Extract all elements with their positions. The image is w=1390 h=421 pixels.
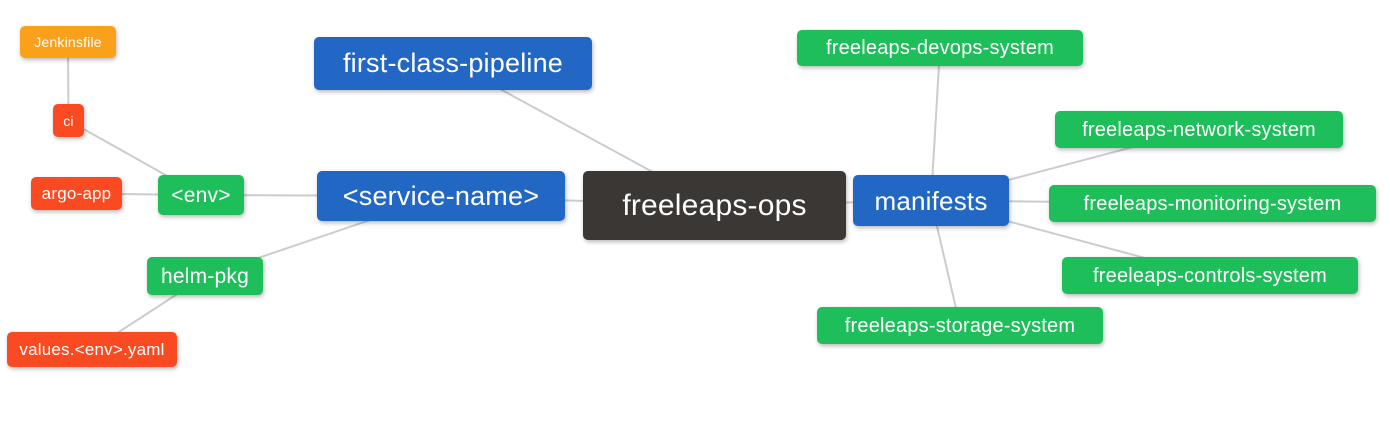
node-values-env-yaml[interactable]: values.<env>.yaml [7, 332, 177, 367]
node-label-env: <env> [171, 183, 231, 207]
node-label-helm-pkg: helm-pkg [161, 264, 249, 288]
node-label-devops-system: freeleaps-devops-system [825, 37, 1055, 59]
node-service-name[interactable]: <service-name> [317, 171, 565, 221]
node-label-network-system: freeleaps-network-system [1082, 118, 1316, 141]
node-label-service-name: <service-name> [342, 180, 540, 211]
node-controls-system[interactable]: freeleaps-controls-system [1062, 257, 1358, 294]
node-helm-pkg[interactable]: helm-pkg [147, 257, 263, 295]
node-first-class-pipeline[interactable]: first-class-pipeline [314, 37, 592, 90]
node-jenkinsfile[interactable]: Jenkinsfile [20, 26, 116, 58]
node-monitoring-system[interactable]: freeleaps-monitoring-system [1049, 185, 1376, 222]
node-manifests[interactable]: manifests [853, 175, 1009, 226]
node-network-system[interactable]: freeleaps-network-system [1055, 111, 1343, 148]
node-label-first-class-pipeline: first-class-pipeline [342, 48, 564, 78]
node-storage-system[interactable]: freeleaps-storage-system [817, 307, 1103, 344]
node-label-monitoring-system: freeleaps-monitoring-system [1083, 192, 1342, 215]
node-label-freeleaps-ops: freeleaps-ops [622, 188, 807, 222]
node-label-ci: ci [63, 112, 74, 129]
node-label-argo-app: argo-app [41, 184, 112, 203]
node-label-storage-system: freeleaps-storage-system [844, 314, 1076, 337]
node-argo-app[interactable]: argo-app [31, 177, 122, 210]
node-env[interactable]: <env> [158, 175, 244, 215]
node-freeleaps-ops[interactable]: freeleaps-ops [583, 171, 846, 240]
node-label-manifests: manifests [874, 185, 988, 216]
node-label-values-env-yaml: values.<env>.yaml [19, 340, 165, 359]
node-label-controls-system: freeleaps-controls-system [1093, 264, 1327, 287]
node-devops-system[interactable]: freeleaps-devops-system [797, 30, 1083, 66]
node-ci[interactable]: ci [53, 104, 84, 137]
node-label-jenkinsfile: Jenkinsfile [34, 34, 102, 50]
